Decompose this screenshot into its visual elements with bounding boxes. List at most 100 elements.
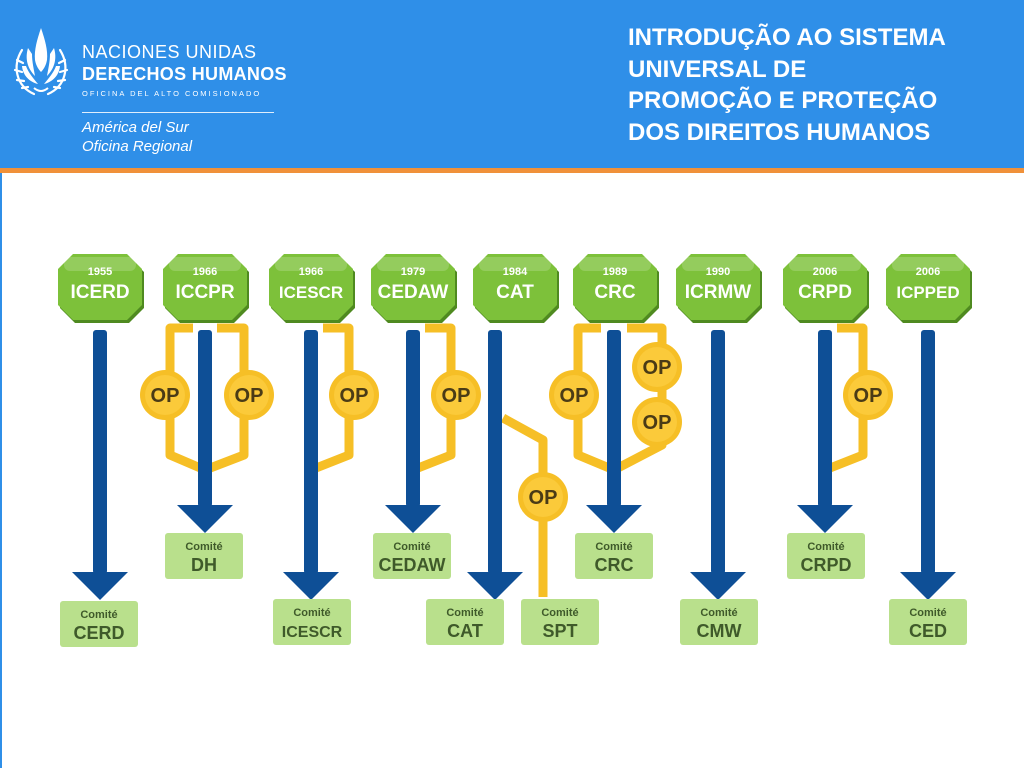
optional-protocol-label: OP [235, 385, 264, 407]
region-name: América del Sur [82, 119, 189, 136]
region-office: Oficina Regional [82, 138, 193, 155]
treaty-year: 1989 [603, 266, 627, 278]
optional-protocol-connector [500, 414, 548, 597]
treaty-committee-arrow [467, 330, 523, 600]
treaty-name: ICERD [70, 282, 129, 303]
treaty-name: CEDAW [378, 282, 449, 303]
slide-title-line: INTRODUÇÃO AO SISTEMA [628, 24, 946, 51]
committee-name: ICESCR [282, 624, 343, 641]
optional-protocol-badge: OP [140, 370, 190, 420]
treaty-name: ICCPR [175, 282, 234, 303]
optional-protocol-badge: OP [518, 472, 568, 522]
header-divider [0, 168, 1024, 173]
treaty-committee-arrow [586, 330, 642, 533]
committee-label: Comité [807, 541, 844, 553]
optional-protocol-badge: OP [329, 370, 379, 420]
org-name: NACIONES UNIDAS [82, 42, 257, 62]
org-department: DERECHOS HUMANOS [82, 64, 287, 84]
optional-protocol-badges: OP OP OP OP OP OP OP OP OP [140, 342, 893, 522]
committee-label: Comité [393, 541, 430, 553]
committee-name: CEDAW [379, 555, 446, 575]
treaty-name: ICESCR [279, 283, 343, 302]
treaty-committee-arrow [72, 330, 128, 600]
treaty-name: ICPPED [896, 283, 959, 302]
committee-boxes: ComitéCERDComitéDHComitéICESCRComitéCEDA… [60, 533, 967, 647]
committee-name: CMW [697, 621, 742, 641]
committee-label: Comité [446, 607, 483, 619]
committee-label: Comité [80, 609, 117, 621]
treaty-name: CAT [496, 282, 534, 303]
optional-protocol-label: OP [643, 357, 672, 379]
committee-name: DH [191, 555, 217, 575]
treaty-committee-arrow [283, 330, 339, 600]
treaty-badges: 1955ICERD1966ICCPR1966ICESCR1979CEDAW198… [58, 254, 972, 323]
optional-protocol-label: OP [340, 385, 369, 407]
treaty-committee-arrows [72, 330, 956, 600]
optional-protocol-badge: OP [431, 370, 481, 420]
committee-label: Comité [700, 607, 737, 619]
treaty-year: 2006 [916, 266, 940, 278]
treaty-system-diagram: 1955ICERD1966ICCPR1966ICESCR1979CEDAW198… [58, 254, 972, 647]
slide-title-line: UNIVERSAL DE [628, 55, 807, 83]
treaty-name: CRC [594, 282, 635, 303]
treaty-year: 1955 [88, 266, 112, 278]
optional-protocol-label: OP [643, 412, 672, 434]
committee-label: Comité [185, 541, 222, 553]
treaty-committee-arrow [177, 330, 233, 533]
treaty-year: 1990 [706, 266, 730, 278]
treaty-year: 1966 [299, 266, 323, 278]
optional-protocol-label: OP [529, 487, 558, 509]
optional-protocol-badge: OP [224, 370, 274, 420]
committee-label: Comité [541, 607, 578, 619]
treaty-year: 1979 [401, 266, 425, 278]
treaty-name: ICRMW [685, 282, 752, 303]
treaty-year: 2006 [813, 266, 837, 278]
slide-title-line: DOS DIREITOS HUMANOS [628, 118, 931, 146]
optional-protocol-label: OP [854, 385, 883, 407]
left-margin-rule [0, 173, 2, 768]
committee-name: CERD [73, 623, 124, 643]
optional-protocol-badge: OP [549, 370, 599, 420]
optional-protocol-badge: OP [632, 397, 682, 447]
committee-label: Comité [595, 541, 632, 553]
optional-protocol-badge: OP [632, 342, 682, 392]
treaty-committee-arrow [900, 330, 956, 600]
committee-name: CAT [447, 621, 483, 641]
treaty-name: CRPD [798, 282, 852, 303]
slide-title-line: PROMOÇÃO E PROTEÇÃO [628, 87, 938, 114]
committee-name: CRPD [800, 555, 851, 575]
optional-protocol-connectors [165, 323, 868, 597]
un-emblem-icon [13, 28, 69, 96]
treaty-committee-arrow [797, 330, 853, 533]
treaty-year: 1966 [193, 266, 217, 278]
optional-protocol-label: OP [442, 385, 471, 407]
org-office: OFICINA DEL ALTO COMISIONADO [82, 89, 262, 98]
treaty-committee-arrow [385, 330, 441, 533]
optional-protocol-badge: OP [843, 370, 893, 420]
slide-title: INTRODUÇÃO AO SISTEMA UNIVERSAL DE PROMO… [628, 22, 1018, 148]
treaty-year: 1984 [503, 266, 528, 278]
committee-name: SPT [542, 621, 577, 641]
org-divider [82, 112, 274, 113]
committee-label: Comité [909, 607, 946, 619]
treaty-committee-arrow [690, 330, 746, 600]
